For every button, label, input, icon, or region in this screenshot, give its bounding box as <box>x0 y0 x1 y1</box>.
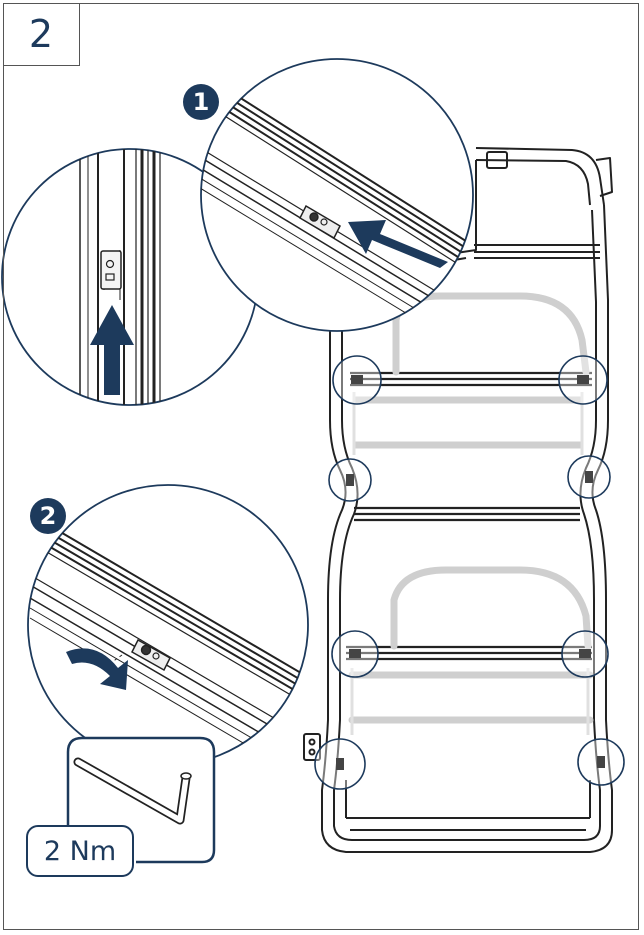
callout-number-2: 2 <box>39 502 57 530</box>
detail-vertical-rail <box>1 148 259 406</box>
hex-key-icon <box>73 757 192 825</box>
rotate-arrow-icon <box>66 648 128 690</box>
callout-badge-1: 1 <box>183 84 219 120</box>
tool-box <box>66 736 216 864</box>
torque-value: 2 Nm <box>43 835 117 867</box>
crossbar-lower <box>346 645 592 661</box>
detail-tighten <box>27 484 309 766</box>
torque-label-box: 2 Nm <box>26 825 134 877</box>
arrow-up-icon <box>90 305 134 395</box>
page-border <box>3 3 639 930</box>
detail-slot-push <box>200 58 474 332</box>
arrow-push-icon <box>348 220 448 268</box>
callout-badge-2: 2 <box>30 498 66 534</box>
crossbar-middle <box>354 506 580 522</box>
crossbar-upper <box>350 371 592 387</box>
step-box: 2 <box>3 3 80 66</box>
frame-drawing <box>303 147 613 853</box>
callout-number-1: 1 <box>192 88 210 116</box>
clip-marks <box>336 375 605 770</box>
step-number: 2 <box>28 12 54 56</box>
